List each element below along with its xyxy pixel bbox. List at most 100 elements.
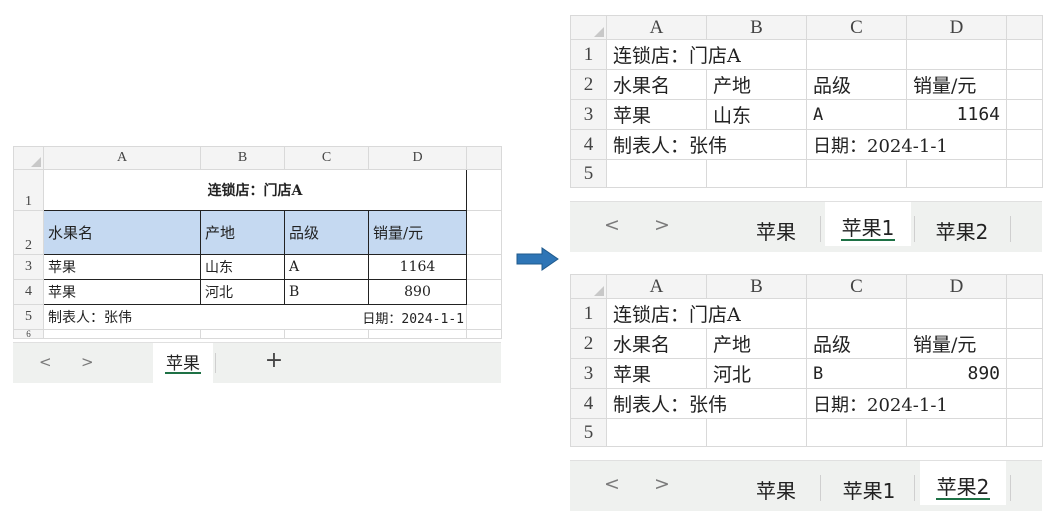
header-cell-sales[interactable]: 销量/元 — [906, 328, 1007, 359]
title-cell[interactable]: 连锁店：门店A — [606, 39, 807, 70]
cell-d3[interactable]: 1164 — [368, 254, 467, 280]
row-header-2[interactable]: 2 — [570, 69, 607, 100]
tab-apple[interactable]: 苹果 — [756, 479, 796, 503]
cell-e5[interactable] — [1006, 418, 1043, 447]
cell-b4[interactable]: 河北 — [200, 279, 285, 305]
col-header-d[interactable]: D — [906, 15, 1007, 40]
row-header-5[interactable]: 5 — [570, 418, 607, 447]
cell-a3[interactable]: 苹果 — [43, 254, 201, 280]
title-cell[interactable]: 连锁店：门店A — [606, 298, 807, 329]
header-cell-sales[interactable]: 销量/元 — [906, 69, 1007, 100]
cell-e1[interactable] — [1006, 39, 1043, 70]
cell-a5[interactable] — [606, 418, 707, 447]
tab-next-icon[interactable]: > — [81, 353, 94, 371]
tab-apple-2[interactable]: 苹果2 — [935, 220, 989, 244]
cell-c3[interactable]: A — [806, 99, 907, 130]
col-header-a[interactable]: A — [43, 146, 201, 170]
tab-prev-icon[interactable]: < — [604, 214, 620, 236]
cell-e2[interactable] — [1006, 328, 1043, 359]
header-cell-origin[interactable]: 产地 — [706, 328, 807, 359]
row-header-2[interactable]: 2 — [570, 328, 607, 359]
cell-d4[interactable]: 890 — [368, 279, 467, 305]
header-cell-fruit[interactable]: 水果名 — [43, 210, 201, 255]
cell-d5[interactable] — [906, 418, 1007, 447]
tab-apple[interactable]: 苹果 — [756, 220, 796, 244]
add-sheet-button[interactable]: + — [264, 348, 284, 373]
cell-c5[interactable] — [806, 418, 907, 447]
tab-apple-1[interactable]: 苹果1 — [825, 202, 911, 246]
cell-e3[interactable] — [1006, 99, 1043, 130]
tab-apple-1[interactable]: 苹果1 — [842, 479, 896, 503]
col-header-e[interactable] — [1006, 15, 1043, 40]
row-header-3[interactable]: 3 — [13, 254, 44, 280]
cell-c1[interactable] — [806, 39, 907, 70]
row-header-5[interactable]: 5 — [13, 304, 44, 330]
cell-d5[interactable] — [906, 159, 1007, 188]
cell-c1[interactable] — [806, 298, 907, 329]
maker-cell[interactable]: 制表人：张伟 — [606, 388, 807, 419]
cell-d1[interactable] — [906, 298, 1007, 329]
tab-apple-2[interactable]: 苹果2 — [920, 461, 1006, 505]
row-header-1[interactable]: 1 — [570, 298, 607, 329]
header-cell-fruit[interactable]: 水果名 — [606, 69, 707, 100]
cell-e2[interactable] — [466, 210, 502, 255]
cell-e4[interactable] — [1006, 129, 1043, 160]
cell-d3[interactable]: 1164 — [906, 99, 1007, 130]
tab-prev-icon[interactable]: < — [39, 353, 52, 371]
cell-e3[interactable] — [466, 254, 502, 280]
col-header-e[interactable] — [466, 146, 502, 170]
row-header-4[interactable]: 4 — [570, 129, 607, 160]
date-cell[interactable]: 日期：2024-1-1 — [806, 388, 1007, 419]
cell-e5[interactable] — [1006, 159, 1043, 188]
col-header-b[interactable]: B — [706, 274, 807, 299]
maker-cell[interactable]: 制表人：张伟 — [43, 304, 285, 330]
cell-d3[interactable]: 890 — [906, 358, 1007, 389]
cell-a3[interactable]: 苹果 — [606, 358, 707, 389]
tab-next-icon[interactable]: > — [654, 214, 670, 236]
row-header-4[interactable]: 4 — [13, 279, 44, 305]
row-header-6[interactable]: 6 — [13, 329, 44, 339]
cell-a5[interactable] — [606, 159, 707, 188]
row-header-1[interactable]: 1 — [570, 39, 607, 70]
col-header-c[interactable]: C — [806, 15, 907, 40]
maker-cell[interactable]: 制表人：张伟 — [606, 129, 807, 160]
cell-e4[interactable] — [466, 279, 502, 305]
col-header-b[interactable]: B — [200, 146, 285, 170]
row-header-3[interactable]: 3 — [570, 358, 607, 389]
cell-e2[interactable] — [1006, 69, 1043, 100]
header-cell-grade[interactable]: 品级 — [806, 328, 907, 359]
header-cell-fruit[interactable]: 水果名 — [606, 328, 707, 359]
col-header-b[interactable]: B — [706, 15, 807, 40]
cell-e1[interactable] — [466, 169, 502, 211]
cell-b3[interactable]: 山东 — [200, 254, 285, 280]
select-all-corner[interactable] — [570, 15, 607, 40]
header-cell-origin[interactable]: 产地 — [200, 210, 285, 255]
col-header-a[interactable]: A — [606, 274, 707, 299]
cell-e1[interactable] — [1006, 298, 1043, 329]
row-header-2[interactable]: 2 — [13, 210, 44, 255]
cell-a3[interactable]: 苹果 — [606, 99, 707, 130]
header-cell-origin[interactable]: 产地 — [706, 69, 807, 100]
tab-apple[interactable]: 苹果 — [153, 343, 213, 383]
tab-prev-icon[interactable]: < — [604, 473, 620, 495]
col-header-d[interactable]: D — [906, 274, 1007, 299]
tab-next-icon[interactable]: > — [654, 473, 670, 495]
select-all-corner[interactable] — [570, 274, 607, 299]
cell-e3[interactable] — [1006, 358, 1043, 389]
header-cell-sales[interactable]: 销量/元 — [368, 210, 467, 255]
row-header-3[interactable]: 3 — [570, 99, 607, 130]
header-cell-grade[interactable]: 品级 — [806, 69, 907, 100]
header-cell-grade[interactable]: 品级 — [284, 210, 369, 255]
col-header-e[interactable] — [1006, 274, 1043, 299]
cell-b5[interactable] — [706, 418, 807, 447]
date-cell[interactable]: 日期：2024-1-1 — [806, 129, 1007, 160]
col-header-c[interactable]: C — [806, 274, 907, 299]
row-header-5[interactable]: 5 — [570, 159, 607, 188]
cell-b5[interactable] — [706, 159, 807, 188]
cell-c4[interactable]: B — [284, 279, 369, 305]
row-header-1[interactable]: 1 — [13, 169, 44, 211]
cell-d1[interactable] — [906, 39, 1007, 70]
cell-e5[interactable] — [466, 304, 502, 330]
col-header-c[interactable]: C — [284, 146, 369, 170]
row-header-4[interactable]: 4 — [570, 388, 607, 419]
